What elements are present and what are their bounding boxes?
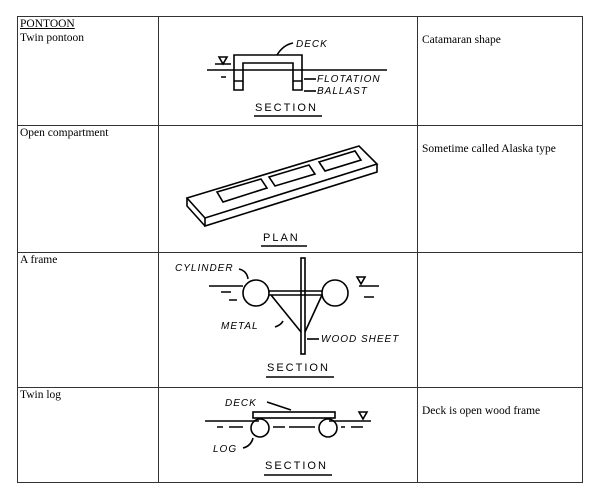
metal-label: METAL [221, 321, 259, 332]
diagram-a-frame: CYLINDER METAL WOOD SHEET SECTION [158, 252, 418, 388]
ballast-label: BALLAST [317, 86, 368, 97]
type-label: Twin log [20, 389, 62, 401]
deck-label: DECK [296, 39, 328, 50]
note: Catamaran shape [422, 34, 501, 46]
table-row: A frame CYLINDER METAL WOOD SHEET SECTIO… [17, 252, 583, 388]
cylinder-label: CYLINDER [175, 263, 234, 274]
note-cell: Deck is open wood frame [417, 387, 583, 483]
note: Deck is open wood frame [422, 405, 541, 417]
type-cell: Open compartment [17, 125, 159, 253]
table-row: Twin log DECK LOG SECTION Deck is open w… [17, 387, 583, 483]
log-label: LOG [213, 444, 237, 455]
type-label: Open compartment [20, 127, 109, 139]
type-label: A frame [20, 254, 58, 266]
view-label: SECTION [267, 362, 330, 374]
view-label: SECTION [265, 460, 328, 472]
type-cell: PONTOON Twin pontoon [17, 16, 159, 126]
type-cell: Twin log [17, 387, 159, 483]
section-heading: PONTOON [20, 18, 75, 30]
view-label: SECTION [255, 102, 318, 114]
diagram-twin-log: DECK LOG SECTION [158, 387, 418, 483]
table-row: Open compartment PLAN Sometime called Al… [17, 125, 583, 253]
pontoon-table: PONTOON Twin pontoon DECK FLOTATION BALL… [17, 16, 583, 483]
note-cell: Catamaran shape [417, 16, 583, 126]
table-row: PONTOON Twin pontoon DECK FLOTATION BALL… [17, 16, 583, 126]
note: Sometime called Alaska type [422, 143, 556, 155]
diagram-twin-pontoon: DECK FLOTATION BALLAST SECTION [158, 16, 418, 126]
note-cell: Sometime called Alaska type [417, 125, 583, 253]
type-label: Twin pontoon [20, 32, 85, 44]
deck-label: DECK [225, 398, 257, 409]
wood-sheet-label: WOOD SHEET [321, 334, 399, 345]
note-cell [417, 252, 583, 388]
diagram-open-compartment: PLAN [158, 125, 418, 253]
type-cell: A frame [17, 252, 159, 388]
view-label: PLAN [263, 232, 300, 244]
flotation-label: FLOTATION [317, 74, 381, 85]
